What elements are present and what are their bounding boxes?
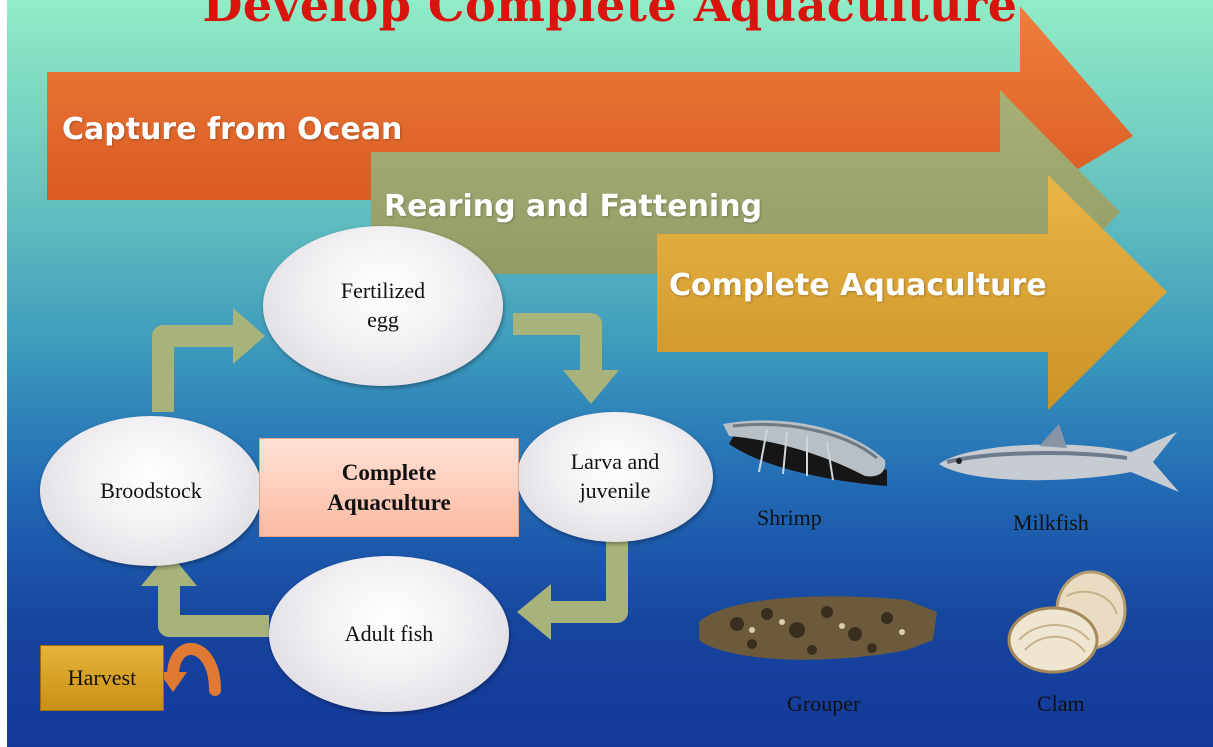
slide-canvas: Develop Complete Aquaculture Capture fro… — [7, 0, 1213, 747]
clam-image — [1009, 572, 1125, 672]
milkfish-image — [939, 424, 1179, 492]
milkfish-label: Milkfish — [1013, 510, 1089, 536]
grouper-label: Grouper — [787, 691, 860, 717]
species-illustrations — [7, 0, 1213, 747]
shrimp-image — [723, 420, 887, 486]
grouper-image — [699, 596, 937, 659]
shrimp-label: Shrimp — [757, 505, 822, 531]
clam-label: Clam — [1037, 691, 1085, 717]
